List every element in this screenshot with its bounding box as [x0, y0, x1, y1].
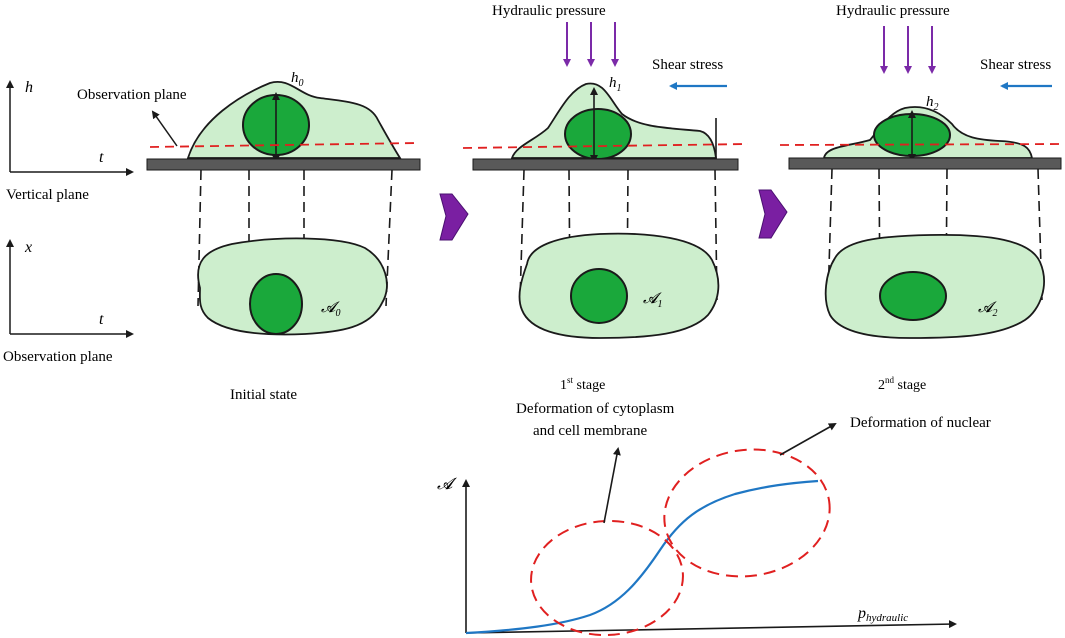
area-label-2: 𝓐2: [978, 300, 998, 319]
observation-plane-label: Observation plane: [77, 87, 187, 103]
stage-first: Hydraulic pressure Shear stress h1 𝓐1 1s…: [462, 3, 749, 439]
observation-line: [779, 143, 1063, 146]
stage-initial: h0 𝓐0 Initial state: [146, 70, 421, 403]
observation-x-label: t: [99, 311, 104, 328]
substrate: [146, 158, 421, 171]
area-curve: [465, 479, 819, 635]
substrate: [788, 157, 1062, 170]
graph-y-label: 𝓐: [437, 476, 458, 493]
substrate: [472, 158, 739, 171]
stage-caption-first-title: 1st stage: [560, 375, 605, 393]
height-label-2: h2: [926, 94, 939, 113]
area-label-0: 𝓐0: [321, 300, 341, 319]
area-pressure-graph: 𝓐 phydraulic: [437, 423, 957, 637]
observation-plane-pointer: Observation plane: [77, 87, 187, 147]
vertical-y-label: h: [25, 79, 33, 96]
stage1-ellipse: [530, 519, 684, 637]
observation-line: [462, 143, 749, 149]
stage2-ellipse: [663, 448, 831, 578]
graph-x-label: phydraulic: [857, 605, 908, 624]
nucleus-top-view: [570, 268, 628, 324]
stage-caption-first-line2: and cell membrane: [533, 423, 647, 439]
stage-caption-first-line1: Deformation of cytoplasm: [516, 401, 675, 417]
shear-stress-label-2: Shear stress: [980, 57, 1051, 73]
vertical-plane-caption: Vertical plane: [6, 187, 89, 203]
height-label-1: h1: [609, 75, 622, 94]
height-label-0: h0: [291, 70, 304, 89]
observation-plane-axes: x t Observation plane: [3, 239, 134, 365]
stage-second: Hydraulic pressure Shear stress h2 𝓐2 2n…: [779, 3, 1063, 431]
vertical-x-label: t: [99, 149, 104, 166]
area-label-1: 𝓐1: [643, 291, 663, 310]
stage-caption-initial: Initial state: [230, 387, 297, 403]
observation-y-label: x: [24, 239, 32, 256]
vertical-plane-axes: h t Vertical plane: [6, 79, 134, 203]
hydraulic-pressure-label-1: Hydraulic pressure: [492, 3, 606, 19]
nucleus-top-view: [249, 273, 303, 335]
nuclear-deformation-label: Deformation of nuclear: [850, 415, 991, 431]
observation-plane-caption: Observation plane: [3, 349, 113, 365]
nucleus-side-view: [564, 108, 632, 160]
nucleus-top-view: [879, 271, 947, 321]
stage-caption-second-title: 2nd stage: [878, 375, 926, 393]
hydraulic-pressure-label-2: Hydraulic pressure: [836, 3, 950, 19]
stage-arrow-2: [758, 189, 788, 239]
stage-arrow-1: [439, 193, 469, 241]
shear-stress-label-1: Shear stress: [652, 57, 723, 73]
